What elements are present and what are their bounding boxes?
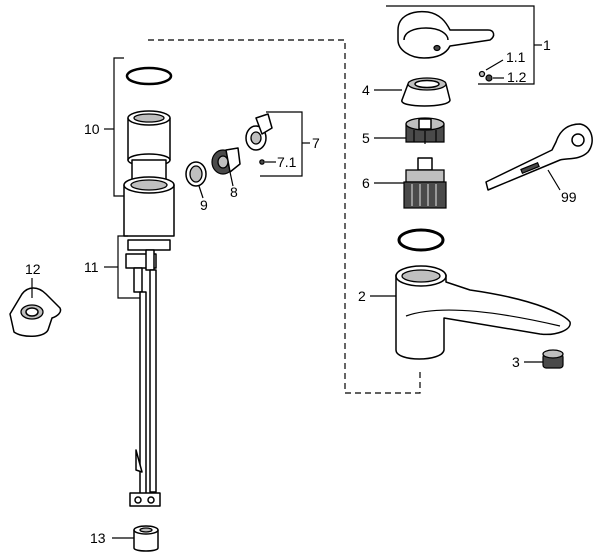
o-ring bbox=[397, 228, 445, 252]
label-5: 5 bbox=[362, 130, 370, 146]
part-3-aerator bbox=[542, 349, 564, 369]
assembly-guide-line bbox=[148, 39, 421, 394]
label-12: 12 bbox=[25, 261, 41, 277]
part-5-nut bbox=[405, 117, 445, 144]
part-99-wrench bbox=[485, 123, 593, 191]
part-6-cartridge bbox=[403, 157, 447, 209]
supply-hoses bbox=[129, 269, 161, 507]
part-13-nut bbox=[133, 525, 159, 552]
label-4: 4 bbox=[362, 82, 370, 98]
label-3: 3 bbox=[512, 354, 520, 370]
part-12-fixing-plate bbox=[9, 287, 62, 337]
label-7: 7 bbox=[312, 135, 320, 151]
part-1-lever-handle bbox=[397, 10, 495, 59]
part-10-body-cylinder bbox=[123, 66, 175, 237]
label-9: 9 bbox=[200, 197, 208, 213]
part-9-ring bbox=[185, 161, 207, 187]
label-6: 6 bbox=[362, 175, 370, 191]
label-10: 10 bbox=[84, 121, 100, 137]
part-8-insert bbox=[211, 147, 241, 175]
label-2: 2 bbox=[358, 288, 366, 304]
part-1-2-cap bbox=[485, 74, 493, 82]
label-7-1: 7.1 bbox=[277, 154, 297, 170]
part-2-spout-body bbox=[395, 265, 571, 360]
part-4-rosette bbox=[401, 77, 451, 107]
label-1: 1 bbox=[543, 37, 551, 53]
part-1-1-screw bbox=[478, 70, 486, 78]
label-8: 8 bbox=[230, 184, 238, 200]
label-13: 13 bbox=[90, 530, 106, 546]
label-11: 11 bbox=[84, 259, 99, 275]
part-7-diverter-knob bbox=[245, 113, 273, 151]
label-99: 99 bbox=[561, 189, 577, 205]
label-1-2: 1.2 bbox=[507, 69, 527, 85]
part-7-1-screw bbox=[259, 159, 265, 165]
part-11-hose-connector bbox=[125, 239, 171, 293]
label-1-1: 1.1 bbox=[506, 49, 526, 65]
